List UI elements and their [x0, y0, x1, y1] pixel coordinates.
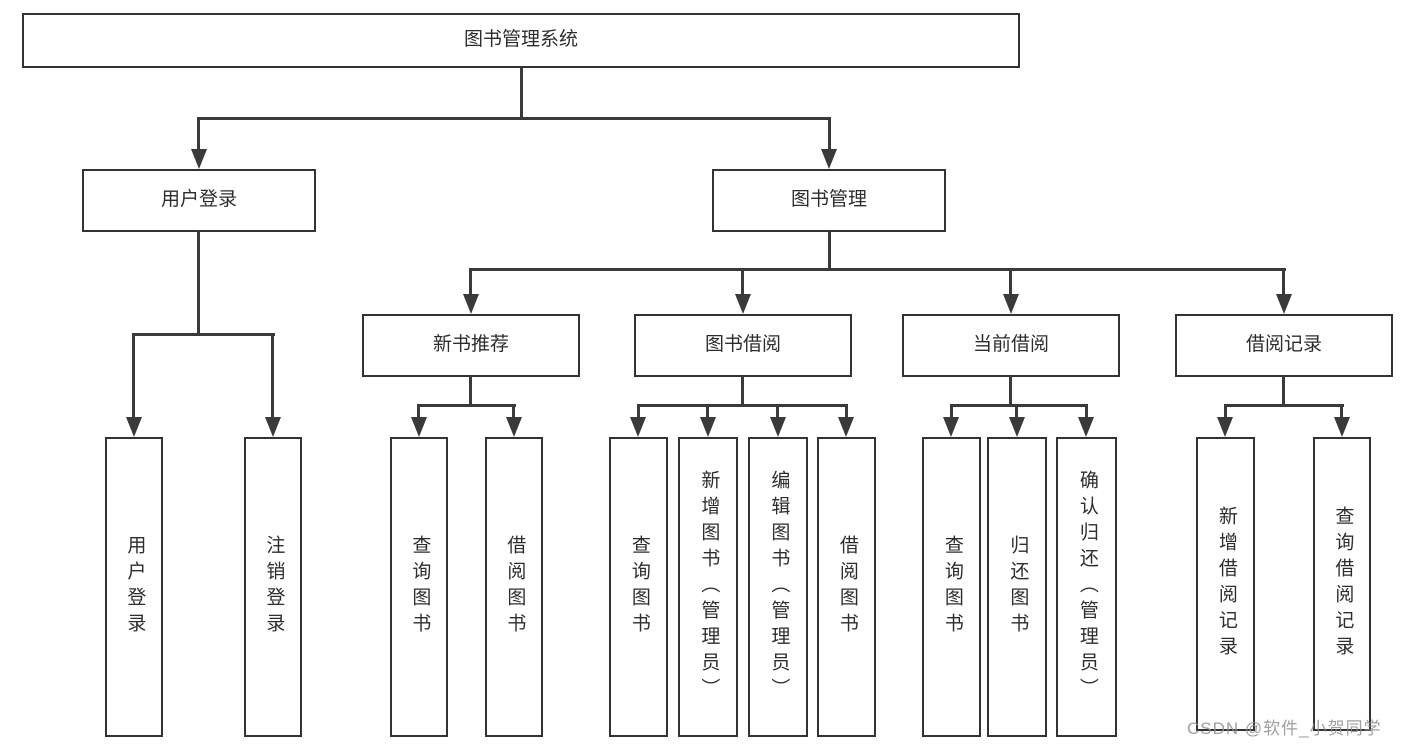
connector-vline: [776, 404, 779, 419]
node-borrowing-records: 借阅记录: [1175, 314, 1393, 377]
connector-vline: [469, 376, 472, 406]
connector-arrowhead: [838, 417, 854, 437]
leaf-user-login: 用户登录: [105, 437, 163, 737]
connector-vline: [197, 117, 200, 153]
connector-vline: [271, 333, 274, 419]
connector-arrowhead: [506, 417, 522, 437]
node-book-borrowing: 图书借阅: [634, 314, 852, 377]
watermark: CSDN @软件_小贺同学: [1187, 719, 1382, 738]
connector-arrowhead: [191, 149, 207, 169]
connector-arrowhead: [1217, 417, 1233, 437]
connector-vline: [1009, 376, 1012, 406]
connector-hline: [469, 268, 1286, 271]
connector-vline: [741, 376, 744, 406]
node-user-login: 用户登录: [82, 169, 316, 232]
connector-vline: [741, 268, 744, 296]
connector-arrowhead: [700, 417, 716, 437]
connector-hline: [637, 404, 848, 407]
node-current-borrowing: 当前借阅: [902, 314, 1120, 377]
connector-arrowhead: [630, 417, 646, 437]
connector-arrowhead: [1334, 417, 1350, 437]
connector-arrowhead: [265, 417, 281, 437]
leaf-recommend-borrow-books: 借阅图书: [485, 437, 543, 737]
connector-vline: [520, 67, 523, 119]
connector-vline: [1015, 404, 1018, 419]
leaf-borrowing-borrow-books: 借阅图书: [817, 437, 876, 737]
leaf-current-return-books: 归还图书: [987, 437, 1047, 737]
connector-hline: [132, 333, 275, 336]
leaf-logout: 注销登录: [244, 437, 302, 737]
connector-vline: [197, 231, 200, 335]
connector-arrowhead: [821, 149, 837, 169]
connector-vline: [828, 231, 831, 270]
connector-vline: [1282, 268, 1285, 296]
connector-hline: [950, 404, 1088, 407]
leaf-current-query-books: 查询图书: [922, 437, 981, 737]
leaf-records-add-record: 新增借阅记录: [1196, 437, 1255, 731]
connector-vline: [512, 404, 515, 419]
connector-vline: [1340, 404, 1343, 419]
connector-arrowhead: [770, 417, 786, 437]
connector-vline: [1085, 404, 1088, 419]
connector-vline: [637, 404, 640, 419]
connector-vline: [845, 404, 848, 419]
connector-arrowhead: [411, 417, 427, 437]
leaf-current-confirm-return-admin: 确认归还（管理员）: [1056, 437, 1117, 737]
connector-vline: [706, 404, 709, 419]
connector-vline: [828, 117, 831, 153]
connector-arrowhead: [1078, 417, 1094, 437]
connector-vline: [469, 268, 472, 296]
leaf-borrowing-add-books-admin: 新增图书（管理员）: [678, 437, 738, 737]
connector-arrowhead: [1276, 294, 1292, 314]
leaf-borrowing-query-books: 查询图书: [609, 437, 668, 737]
connector-vline: [950, 404, 953, 419]
connector-vline: [1224, 404, 1227, 419]
leaf-records-query-record: 查询借阅记录: [1313, 437, 1371, 731]
node-new-book-recommend: 新书推荐: [362, 314, 580, 377]
connector-arrowhead: [1003, 294, 1019, 314]
leaf-recommend-query-books: 查询图书: [390, 437, 448, 737]
connector-arrowhead: [943, 417, 959, 437]
connector-hline: [417, 404, 516, 407]
connector-vline: [1009, 268, 1012, 296]
connector-vline: [417, 404, 420, 419]
connector-hline: [1224, 404, 1344, 407]
node-library-management-system: 图书管理系统: [22, 13, 1020, 68]
connector-arrowhead: [1009, 417, 1025, 437]
connector-arrowhead: [463, 294, 479, 314]
connector-arrowhead: [735, 294, 751, 314]
node-book-management: 图书管理: [712, 169, 946, 232]
connector-hline: [197, 117, 831, 120]
connector-vline: [132, 333, 135, 419]
connector-vline: [1282, 376, 1285, 406]
leaf-borrowing-edit-books-admin: 编辑图书（管理员）: [748, 437, 808, 737]
connector-arrowhead: [126, 417, 142, 437]
